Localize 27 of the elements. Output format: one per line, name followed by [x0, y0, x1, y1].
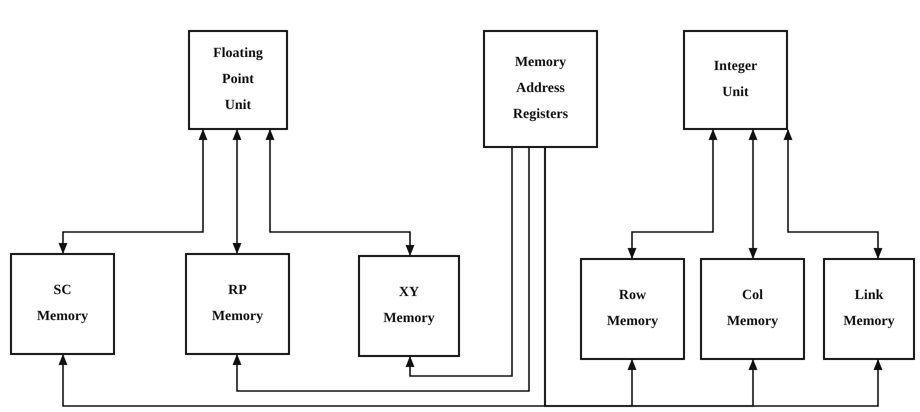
- unit-box: [185, 253, 290, 355]
- connector-arrow: [628, 128, 718, 260]
- unit-box: [700, 258, 805, 360]
- box-label: RP Memory: [210, 282, 264, 326]
- box-label: Memory Address Registers: [512, 54, 570, 124]
- box-label: Integer Unit: [712, 58, 758, 102]
- unit-box: [10, 253, 115, 355]
- box-label: Floating Point Unit: [212, 45, 264, 115]
- box-label: Link Memory: [842, 287, 896, 331]
- connector-arrow: [232, 128, 242, 254]
- connector-arrow: [784, 128, 882, 260]
- unit-box: [358, 255, 460, 357]
- connector-arrow: [266, 128, 414, 256]
- box-label: Col Memory: [726, 287, 780, 331]
- unit-box: [823, 258, 915, 360]
- unit-box: [580, 258, 685, 360]
- box-label: SC Memory: [36, 282, 90, 326]
- connector-arrow: [58, 128, 208, 254]
- unit-box: [683, 30, 788, 130]
- box-label: XY Memory: [382, 284, 436, 328]
- connector-arrow: [748, 128, 758, 260]
- unit-box: [188, 30, 288, 130]
- connector-arrow: [544, 148, 882, 407]
- box-label: Row Memory: [606, 287, 660, 331]
- connector-arrow: [406, 148, 513, 377]
- connector-arrow: [232, 148, 530, 392]
- unit-box: [483, 30, 598, 148]
